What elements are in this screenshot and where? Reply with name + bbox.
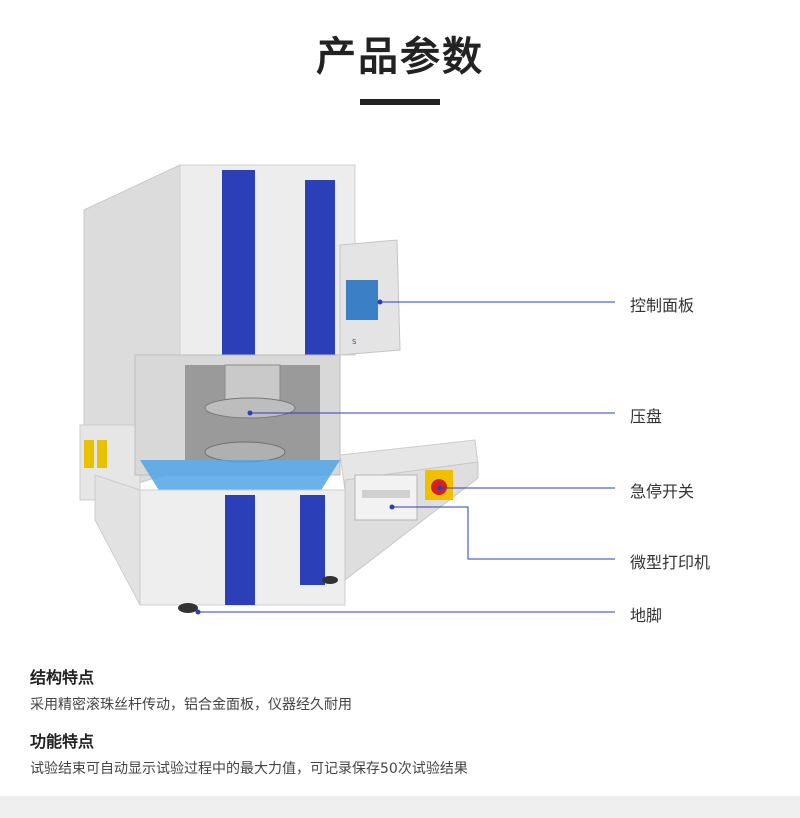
upper-column [224, 364, 281, 401]
footer-strip [0, 796, 800, 818]
callout-foot: 地脚 [630, 606, 663, 625]
callout-line-printer [392, 506, 615, 560]
title-underline [360, 99, 440, 105]
blue-tray [140, 460, 340, 492]
function-heading: 功能特点 [30, 732, 95, 751]
features-section: 结构特点 采用精密滚珠丝杆传动，铝合金面板，仪器经久耐用 功能特点 试验结束可自… [30, 664, 770, 792]
callout-platen: 压盘 [630, 407, 663, 426]
blue-stripe [225, 495, 255, 605]
machine-foot [322, 576, 338, 584]
page-title: 产品参数 [316, 34, 484, 80]
blue-stripe [222, 170, 255, 355]
product-photo: S [79, 164, 615, 615]
blue-stripe [305, 180, 335, 355]
svg-text:S: S [352, 338, 357, 346]
machine-foot [178, 603, 198, 613]
control-panel-screen [346, 280, 378, 320]
callout-micro-printer: 微型打印机 [630, 553, 711, 572]
front-slope [94, 474, 141, 606]
lower-platen [204, 441, 286, 463]
callout-emergency-stop: 急停开关 [630, 482, 695, 501]
function-text: 试验结束可自动显示试验过程中的最大力值，可记录保存50次试验结果 [30, 761, 468, 777]
callout-control-panel: 控制面板 [630, 296, 695, 315]
structure-text: 采用精密滚珠丝杆传动，铝合金面板，仪器经久耐用 [30, 697, 352, 713]
warning-label [84, 440, 94, 468]
structure-heading: 结构特点 [30, 668, 95, 687]
warning-label [97, 440, 107, 468]
callout-dots [195, 299, 443, 615]
blue-stripe [300, 495, 325, 585]
callout-lines [198, 301, 615, 613]
